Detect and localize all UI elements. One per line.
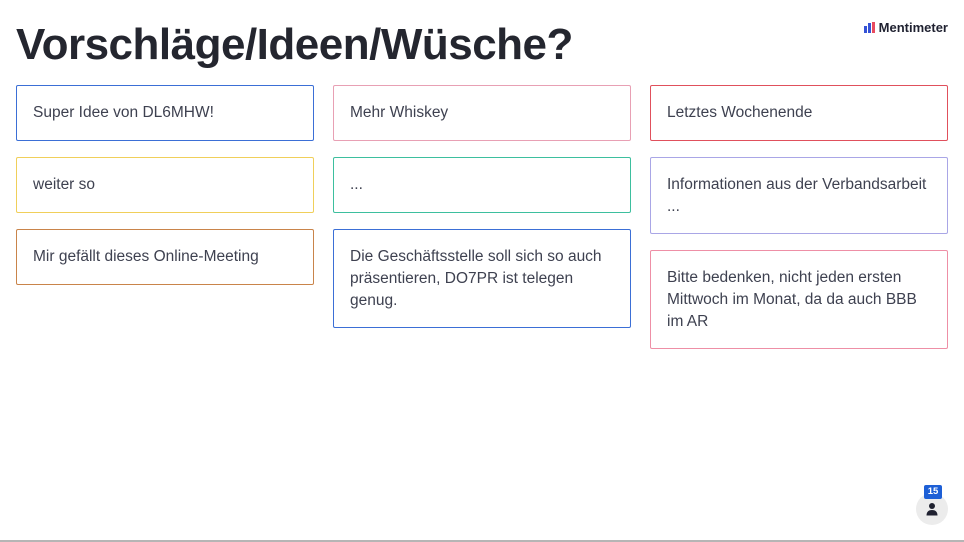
response-text: Letztes Wochenende — [667, 104, 813, 121]
response-column-3: Letztes Wochenende Informationen aus der… — [650, 85, 948, 365]
response-text: Super Idee von DL6MHW! — [33, 104, 214, 121]
person-icon — [926, 503, 938, 516]
mentimeter-brand: Mentimeter — [863, 20, 948, 35]
response-card: Mehr Whiskey — [333, 85, 631, 141]
bottom-divider — [0, 540, 964, 542]
mentimeter-logo-icon — [863, 22, 875, 33]
response-column-1: Super Idee von DL6MHW! weiter so Mir gef… — [16, 85, 314, 301]
response-column-2: Mehr Whiskey ... Die Geschäftsstelle sol… — [333, 85, 631, 344]
response-card: Die Geschäftsstelle soll sich so auch pr… — [333, 229, 631, 328]
response-text: Mehr Whiskey — [350, 104, 449, 121]
response-card: Letztes Wochenende — [650, 85, 948, 141]
response-card: Informationen aus der Verbandsarbeit ... — [650, 157, 948, 234]
response-card: ... — [333, 157, 631, 213]
response-card: Mir gefällt dieses Online-Meeting — [16, 229, 314, 285]
response-card: Super Idee von DL6MHW! — [16, 85, 314, 141]
participant-count-badge: 15 — [924, 485, 942, 499]
response-text: weiter so — [33, 176, 96, 193]
response-text: Informationen aus der Verbandsarbeit ... — [667, 176, 927, 215]
response-text: Mir gefällt dieses Online-Meeting — [33, 248, 259, 265]
response-card: Bitte bedenken, nicht jeden ersten Mittw… — [650, 250, 948, 349]
brand-name: Mentimeter — [878, 20, 948, 35]
response-text: Die Geschäftsstelle soll sich so auch pr… — [350, 248, 602, 309]
response-text: ... — [350, 176, 363, 193]
response-card: weiter so — [16, 157, 314, 213]
response-text: Bitte bedenken, nicht jeden ersten Mittw… — [667, 269, 917, 330]
slide-title: Vorschläge/Ideen/Wüsche? — [16, 20, 573, 69]
